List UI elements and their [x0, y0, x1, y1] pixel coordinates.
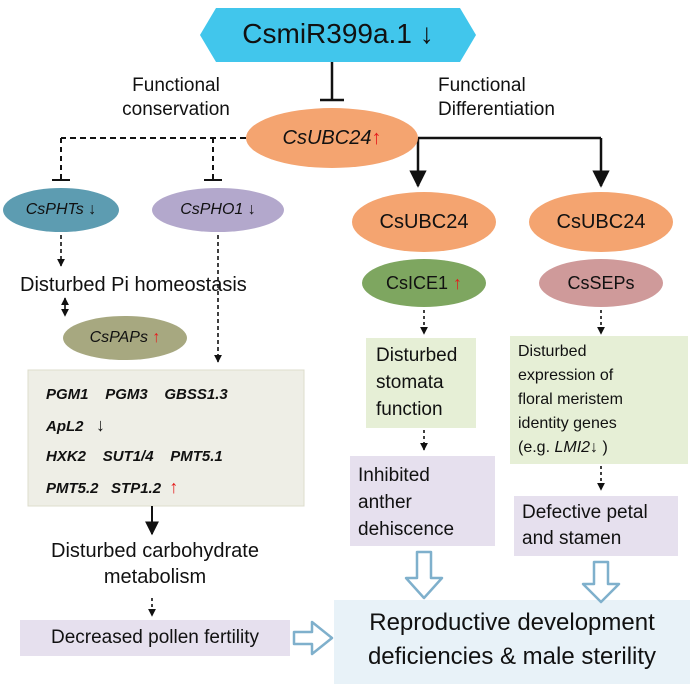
- gene-row-4: PMT5.2 STP1.2 ↑: [46, 476, 178, 500]
- hollow-arrow-pollen: [292, 620, 334, 656]
- up-arrow-icon: ↑: [453, 273, 463, 293]
- mirna-label: CsmiR399a.1 ↓: [216, 14, 460, 54]
- stomata-text: Disturbed stomata function: [376, 342, 457, 423]
- ubc24-center-ellipse: [246, 108, 418, 168]
- right-branch-line2: Differentiation: [438, 99, 555, 120]
- gene-hxk2: HXK2: [46, 448, 87, 465]
- ice1-text: CsICE1: [385, 273, 448, 293]
- left-branch-line1: Functional: [132, 75, 220, 96]
- seps-ellipse: [539, 259, 663, 307]
- floral-line4: identity genes: [518, 415, 617, 432]
- gene-pgm3: PGM3: [105, 386, 148, 403]
- ubc24-mid-label: CsUBC24: [379, 211, 469, 233]
- carb-line1: Disturbed carbohydrate: [51, 540, 259, 562]
- right-branch-label: Functional Differentiation: [438, 74, 555, 122]
- ice1-ellipse: [362, 259, 486, 307]
- floral-eg-pre: (e.g.: [518, 439, 555, 456]
- floral-line3: floral meristem: [518, 391, 623, 408]
- gene-row-3: HXK2 SUT1/4 PMT5.1: [46, 446, 223, 468]
- stomata-line2: stomata: [376, 372, 444, 393]
- down-arrow-icon: ↓: [247, 201, 256, 218]
- floral-line5: (e.g. LMI2↓ ): [518, 436, 623, 460]
- mirna-hexagon: [200, 8, 476, 62]
- gene-row-1: PGM1 PGM3 GBSS1.3: [46, 384, 228, 406]
- floral-line2: expression of: [518, 367, 614, 384]
- carb-gene-box: [27, 369, 305, 507]
- floral-line1: Disturbed: [518, 343, 587, 360]
- ubc24-right-label: CsUBC24: [556, 211, 646, 233]
- petal-line1: Defective petal: [522, 502, 648, 523]
- pollen-box: [20, 620, 290, 656]
- left-branch-label: Functional conservation: [96, 74, 256, 122]
- hollow-arrow-anther: [404, 550, 444, 600]
- down-arrow-icon: ↓: [590, 439, 599, 456]
- ubc24-center-text: CsUBC24: [282, 127, 372, 149]
- gene-row-2: ApL2 ↓: [46, 414, 105, 438]
- gene-apl2: ApL2: [46, 418, 84, 435]
- down-arrow-icon: ↓: [88, 201, 97, 218]
- stomata-line3: function: [376, 399, 443, 420]
- outcome-line1: Reproductive development: [369, 609, 655, 636]
- gene-pmt52: PMT5.2: [46, 480, 99, 497]
- phts-label: CsPHTs ↓: [3, 198, 119, 222]
- pho1-label: CsPHO1 ↓: [152, 198, 284, 222]
- floral-eg-gene: LMI2: [554, 439, 591, 456]
- seps-label: CsSEPs: [567, 273, 635, 293]
- ubc24-mid-ellipse: [352, 192, 496, 252]
- floral-box: [510, 336, 688, 464]
- down-arrow-icon: ↓: [419, 18, 434, 49]
- carb-line2: metabolism: [103, 566, 207, 588]
- down-arrow-icon: ↓: [96, 415, 106, 435]
- ubc24-right-ellipse: [529, 192, 673, 252]
- carb-metabolism-text: Disturbed carbohydrate metabolism: [20, 538, 290, 590]
- up-arrow-icon: ↑: [169, 477, 179, 497]
- right-branch-line1: Functional: [438, 75, 526, 96]
- floral-text: Disturbed expression of floral meristem …: [518, 340, 623, 460]
- gene-pgm1: PGM1: [46, 386, 89, 403]
- paps-text: CsPAPs: [89, 329, 148, 346]
- gene-stp12: STP1.2: [111, 480, 162, 497]
- anther-text: Inhibited anther dehiscence: [358, 462, 454, 543]
- paps-label: CsPAPs ↑: [63, 326, 187, 350]
- left-branch-line2: conservation: [122, 99, 230, 120]
- gene-pmt51: PMT5.1: [170, 448, 223, 465]
- paps-ellipse: [63, 316, 187, 360]
- pollen-text: Decreased pollen fertility: [50, 627, 260, 648]
- gene-sut14: SUT1/4: [102, 448, 154, 465]
- pi-homeostasis-text: Disturbed Pi homeostasis: [20, 274, 247, 296]
- phts-ellipse: [3, 188, 119, 232]
- outcome-line2: deficiencies & male sterility: [367, 643, 657, 670]
- stomata-box: [366, 338, 476, 428]
- outcome-box: [334, 600, 690, 684]
- anther-line1: Inhibited: [358, 465, 430, 486]
- up-arrow-icon: ↑: [152, 329, 161, 346]
- anther-line3: dehiscence: [358, 519, 455, 540]
- pho1-ellipse: [152, 188, 284, 232]
- petal-line2: and stamen: [522, 528, 622, 549]
- ubc24-center-label: CsUBC24↑: [246, 124, 418, 152]
- outcome-text: Reproductive development deficiencies & …: [334, 606, 690, 674]
- gene-gbss13: GBSS1.3: [164, 386, 228, 403]
- mirna-text: CsmiR399a.1: [242, 18, 412, 49]
- hollow-arrow-petal: [581, 560, 621, 604]
- ice1-label: CsICE1 ↑: [362, 271, 486, 295]
- petal-text: Defective petal and stamen: [522, 500, 648, 552]
- anther-box: [350, 456, 495, 546]
- anther-line2: anther: [358, 492, 412, 513]
- floral-eg-post: ): [598, 439, 608, 456]
- up-arrow-icon: ↑: [371, 127, 382, 149]
- phts-text: CsPHTs: [25, 201, 84, 218]
- petal-box: [514, 496, 678, 556]
- pho1-text: CsPHO1: [180, 201, 244, 218]
- stomata-line1: Disturbed: [376, 345, 458, 366]
